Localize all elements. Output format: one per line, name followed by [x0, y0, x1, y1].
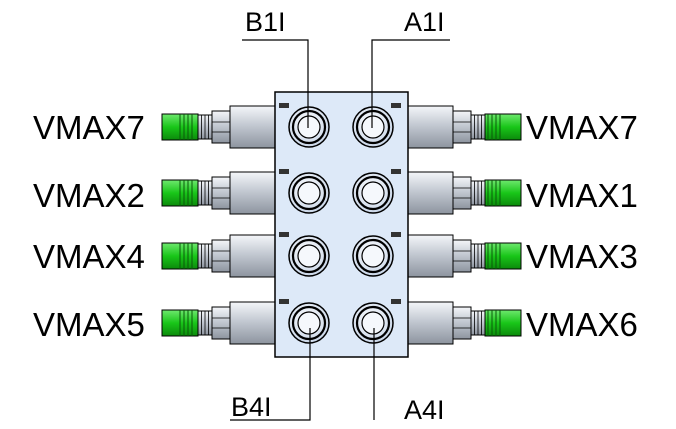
port-fitting [288, 302, 330, 344]
left-valve-label: VMAX7 [33, 109, 145, 146]
port-marking [391, 169, 401, 174]
port-marking [279, 169, 289, 174]
port-fitting [352, 302, 394, 344]
left-valve-label: VMAX4 [33, 238, 145, 275]
left-valve-cartridge [161, 105, 276, 149]
leader-a1i [371, 39, 450, 128]
left-valve-label: VMAX2 [33, 177, 145, 214]
port-fitting [352, 235, 394, 277]
port-marking [391, 299, 401, 304]
port-fitting [352, 172, 394, 214]
port-marking [279, 299, 289, 304]
label-a4i: A4I [404, 395, 445, 425]
label-a1i: A1I [404, 7, 445, 37]
left-valve-cartridge [161, 301, 276, 345]
port-marking [279, 103, 289, 108]
port-fitting [288, 172, 330, 214]
leader-b1i [242, 39, 309, 128]
port-marking [279, 232, 289, 237]
port-fitting [288, 106, 330, 148]
leader-b4i [230, 328, 311, 421]
right-valve-label: VMAX3 [526, 238, 638, 275]
right-valve-cartridge [407, 171, 522, 215]
right-valve-cartridge [407, 301, 522, 345]
port-marking [391, 103, 401, 108]
label-b1i: B1I [245, 7, 286, 37]
right-valve-cartridge [407, 105, 522, 149]
right-valve-label: VMAX6 [526, 306, 638, 343]
left-valve-cartridge [161, 171, 276, 215]
right-valve-label: VMAX1 [526, 177, 638, 214]
label-b4i: B4I [231, 392, 272, 422]
port-marking [391, 232, 401, 237]
left-valve-label: VMAX5 [33, 306, 145, 343]
port-fitting [288, 235, 330, 277]
left-valve-cartridge [161, 234, 276, 278]
right-valve-label: VMAX7 [526, 109, 638, 146]
port-fitting [352, 106, 394, 148]
right-valve-cartridge [407, 234, 522, 278]
